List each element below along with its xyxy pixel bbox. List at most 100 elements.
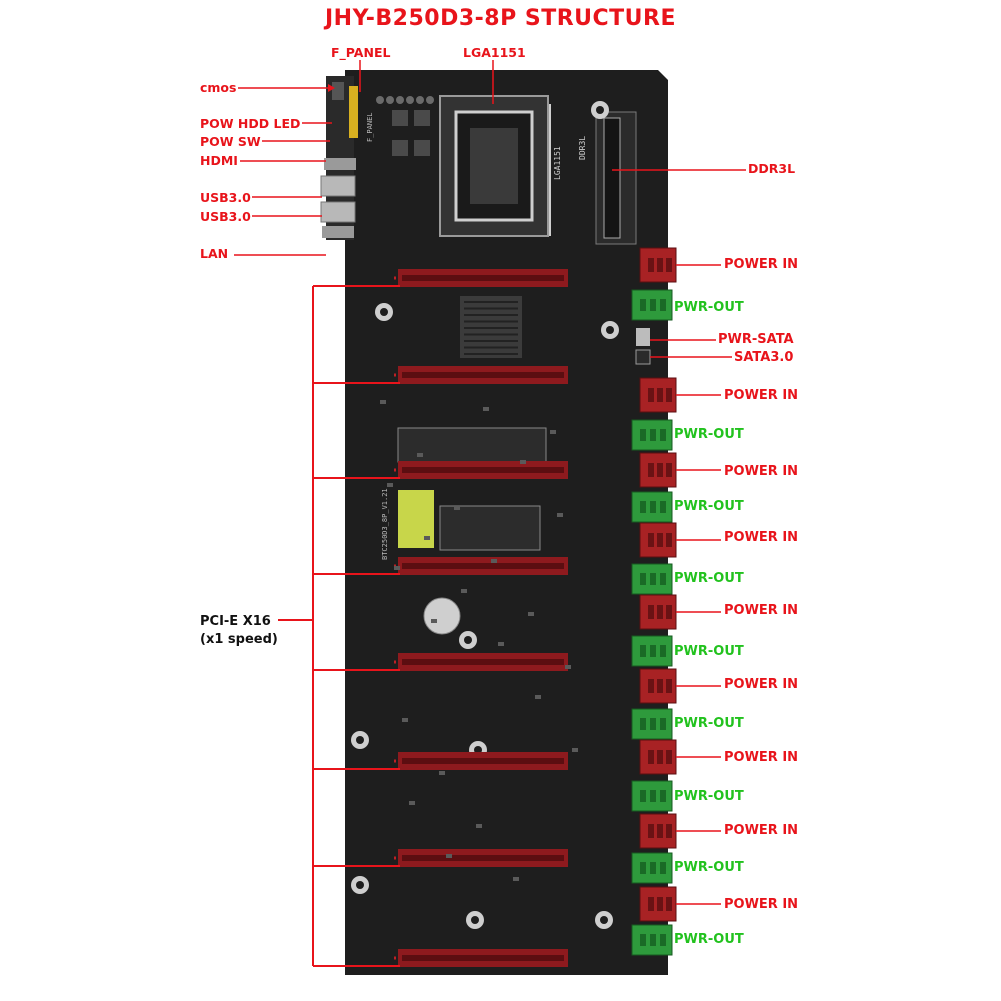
pwr-out-pin xyxy=(650,934,656,946)
label-pcie-speed: (x1 speed) xyxy=(200,632,278,647)
pwr-out-pin xyxy=(660,573,666,585)
screw-hole-center xyxy=(356,881,364,889)
capacitor xyxy=(426,96,434,104)
power-in-pin xyxy=(657,750,663,764)
silk-ddr3l: DDR3L xyxy=(578,136,587,160)
pwr-out-pin xyxy=(660,299,666,311)
f-panel-header xyxy=(349,86,358,138)
label-hdmi: HDMI xyxy=(200,153,238,168)
label-usb3-a: USB3.0 xyxy=(200,190,251,205)
smd-component xyxy=(409,801,415,805)
screw-hole-center xyxy=(380,308,388,316)
arrow-cmos xyxy=(328,84,335,92)
power-in-pin xyxy=(648,258,654,272)
pcie-slot-channel xyxy=(402,758,564,764)
pcie-slot-channel xyxy=(402,659,564,665)
smd-component xyxy=(424,536,430,540)
label-power-in-1: POWER IN xyxy=(724,257,799,272)
vrm-choke xyxy=(392,110,408,126)
label-pow-sw: POW SW xyxy=(200,134,261,149)
smd-component xyxy=(394,566,400,570)
pcie-slot-channel xyxy=(402,563,564,569)
usb3-port-b xyxy=(320,201,356,223)
pwr-out-pin xyxy=(640,862,646,874)
label-pwr-out-7: PWR-OUT xyxy=(674,789,744,804)
power-in-pin xyxy=(657,897,663,911)
screw-hole-center xyxy=(464,636,472,644)
smd-component xyxy=(550,430,556,434)
label-pcie-x16: PCI-E X16 xyxy=(200,614,271,629)
pwr-out-pin xyxy=(650,790,656,802)
cmos-jumper xyxy=(332,82,344,100)
capacitor xyxy=(376,96,384,104)
label-lan: LAN xyxy=(200,246,229,261)
hdmi-port xyxy=(324,158,356,170)
label-pwr-out-2: PWR-OUT xyxy=(674,427,744,442)
screw-hole-center xyxy=(606,326,614,334)
power-in-pin xyxy=(648,388,654,402)
label-pow-hdd-led: POW HDD LED xyxy=(200,116,301,131)
pwr-out-pin xyxy=(650,718,656,730)
smd-component xyxy=(402,718,408,722)
screw-hole-center xyxy=(596,106,604,114)
label-lga1151: LGA1151 xyxy=(463,45,526,60)
power-in-pin xyxy=(666,750,672,764)
power-in-pin xyxy=(657,258,663,272)
power-in-pin xyxy=(666,605,672,619)
power-in-pin xyxy=(657,824,663,838)
smd-component xyxy=(380,400,386,404)
power-in-pin xyxy=(657,388,663,402)
label-power-in-9: POWER IN xyxy=(724,897,799,912)
label-power-in-6: POWER IN xyxy=(724,677,799,692)
smd-component xyxy=(528,612,534,616)
power-in-pin xyxy=(648,679,654,693)
pwr-out-pin xyxy=(640,645,646,657)
pwr-out-pin xyxy=(640,299,646,311)
silk-lga1151: LGA1151 xyxy=(553,146,562,180)
pcie-slot-channel xyxy=(402,275,564,281)
smd-component xyxy=(446,854,452,858)
smd-component xyxy=(557,513,563,517)
power-in-pin xyxy=(648,750,654,764)
label-power-in-5: POWER IN xyxy=(724,603,799,618)
label-pwr-out-9: PWR-OUT xyxy=(674,932,744,947)
label-pwr-out-6: PWR-OUT xyxy=(674,716,744,731)
label-f-panel: F_PANEL xyxy=(331,45,391,60)
smd-component xyxy=(491,559,497,563)
power-in-pin xyxy=(648,897,654,911)
power-in-pin xyxy=(657,679,663,693)
smd-component xyxy=(520,460,526,464)
smd-component xyxy=(498,642,504,646)
pwr-out-pin xyxy=(640,718,646,730)
power-in-pin xyxy=(666,258,672,272)
power-in-pin xyxy=(657,533,663,547)
power-in-pin xyxy=(657,605,663,619)
smd-component xyxy=(483,407,489,411)
pcie-slot-channel xyxy=(402,372,564,378)
diagram-title: JHY-B250D3-8P STRUCTURE xyxy=(324,6,677,31)
silk-model: BTC250D3_8P_V1.21 xyxy=(381,488,389,560)
label-pwr-out-4: PWR-OUT xyxy=(674,571,744,586)
msata-slot xyxy=(439,505,541,551)
label-pwr-out-5: PWR-OUT xyxy=(674,644,744,659)
pwr-out-pin xyxy=(660,718,666,730)
pcie-slot-channel xyxy=(402,467,564,473)
power-in-pin xyxy=(666,463,672,477)
pwr-out-pin xyxy=(660,501,666,513)
label-ddr3l: DDR3L xyxy=(748,161,796,176)
power-in-pin xyxy=(648,463,654,477)
pwr-out-pin xyxy=(640,429,646,441)
pwr-out-pin xyxy=(660,645,666,657)
smd-component xyxy=(387,483,393,487)
smd-component xyxy=(476,824,482,828)
lan-port xyxy=(322,226,354,238)
pwr-out-pin xyxy=(640,790,646,802)
cpu-socket-pins xyxy=(470,128,518,204)
pwr-out-pin xyxy=(650,645,656,657)
power-in-pin xyxy=(666,533,672,547)
smd-component xyxy=(572,748,578,752)
pwr-out-pin xyxy=(650,299,656,311)
label-power-in-3: POWER IN xyxy=(724,464,799,479)
